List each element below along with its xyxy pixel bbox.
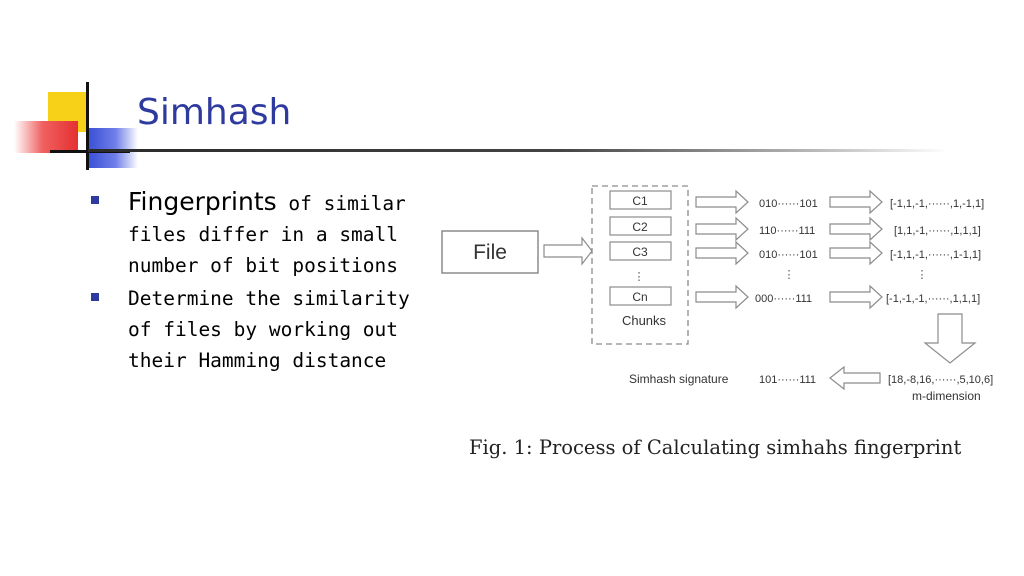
hash-value: 000······111 — [755, 293, 812, 305]
hash-to-vector-arrow — [829, 217, 883, 241]
chunks-container — [591, 185, 689, 345]
simhash-process-diagram: File C1 C2 C3 ⋮ Cn Chunks 010······101 [… — [441, 185, 993, 403]
chunk-label: Cn — [632, 290, 647, 304]
vector-to-signature-arrow — [829, 365, 881, 391]
chunk-label: C2 — [632, 220, 648, 234]
bullet-square-icon — [91, 196, 99, 204]
hash-value: 010······101 — [759, 249, 818, 261]
chunk-label: C3 — [632, 245, 648, 259]
bullet-text: of similar files differ in a small numbe… — [128, 192, 406, 277]
chunk-box — [609, 190, 672, 210]
hash-value: 110······111 — [759, 225, 815, 237]
bullet-lead-text: Fingerprints — [128, 187, 277, 216]
signature-value: 101······111 — [759, 374, 816, 386]
bullet-text: Determine the similarity of files by wor… — [128, 287, 410, 372]
signature-label: Simhash signature — [629, 372, 729, 386]
chunk-to-hash-arrow — [695, 241, 749, 265]
chunk-to-hash-arrow — [695, 217, 749, 241]
logo-vertical-line — [86, 82, 89, 170]
weight-vector: [1,1,-1,······,1,1,1] — [894, 225, 981, 237]
chunk-ellipsis: ⋮ — [634, 271, 645, 283]
m-dimension-label: m-dimension — [912, 389, 981, 403]
hash-to-vector-arrow — [829, 285, 883, 309]
chunk-box — [609, 241, 672, 261]
weight-vector: [-1,-1,-1,······,1,1,1] — [886, 293, 980, 305]
weight-vector: [-1,1,-1,······,1-1,1] — [890, 249, 981, 261]
hash-to-vector-arrow — [829, 241, 883, 265]
chunks-caption: Chunks — [622, 313, 667, 328]
bullet-item: Fingerprints of similar files differ in … — [88, 186, 433, 281]
hash-value: 010······101 — [759, 198, 818, 210]
file-box — [441, 230, 539, 274]
bullet-square-icon — [91, 293, 99, 301]
chunk-to-hash-arrow — [695, 190, 749, 214]
chunk-box — [609, 216, 672, 236]
hash-to-vector-arrow — [829, 190, 883, 214]
bullet-list: Fingerprints of similar files differ in … — [88, 186, 433, 378]
file-label: File — [473, 241, 507, 264]
sum-down-arrow — [923, 313, 977, 364]
slide-title: Simhash — [137, 92, 292, 133]
logo-blue-square — [88, 128, 138, 168]
figure-caption: Fig. 1: Process of Calculating simhahs f… — [469, 436, 962, 459]
vector-ellipsis: ⋮ — [917, 269, 928, 281]
chunk-to-hash-arrow — [695, 285, 749, 309]
hash-ellipsis: ⋮ — [784, 269, 795, 281]
weight-vector: [-1,1,-1,······,1,-1,1] — [890, 198, 984, 210]
file-to-chunks-arrow — [543, 236, 593, 266]
logo-red-bar — [14, 121, 78, 153]
sum-vector: [18,-8,16,······,5,10,6] — [888, 374, 993, 386]
chunk-label: C1 — [632, 194, 648, 208]
chunk-box — [609, 286, 672, 306]
bullet-item: Determine the similarity of files by wor… — [88, 283, 433, 376]
title-underline-divider — [88, 149, 948, 152]
